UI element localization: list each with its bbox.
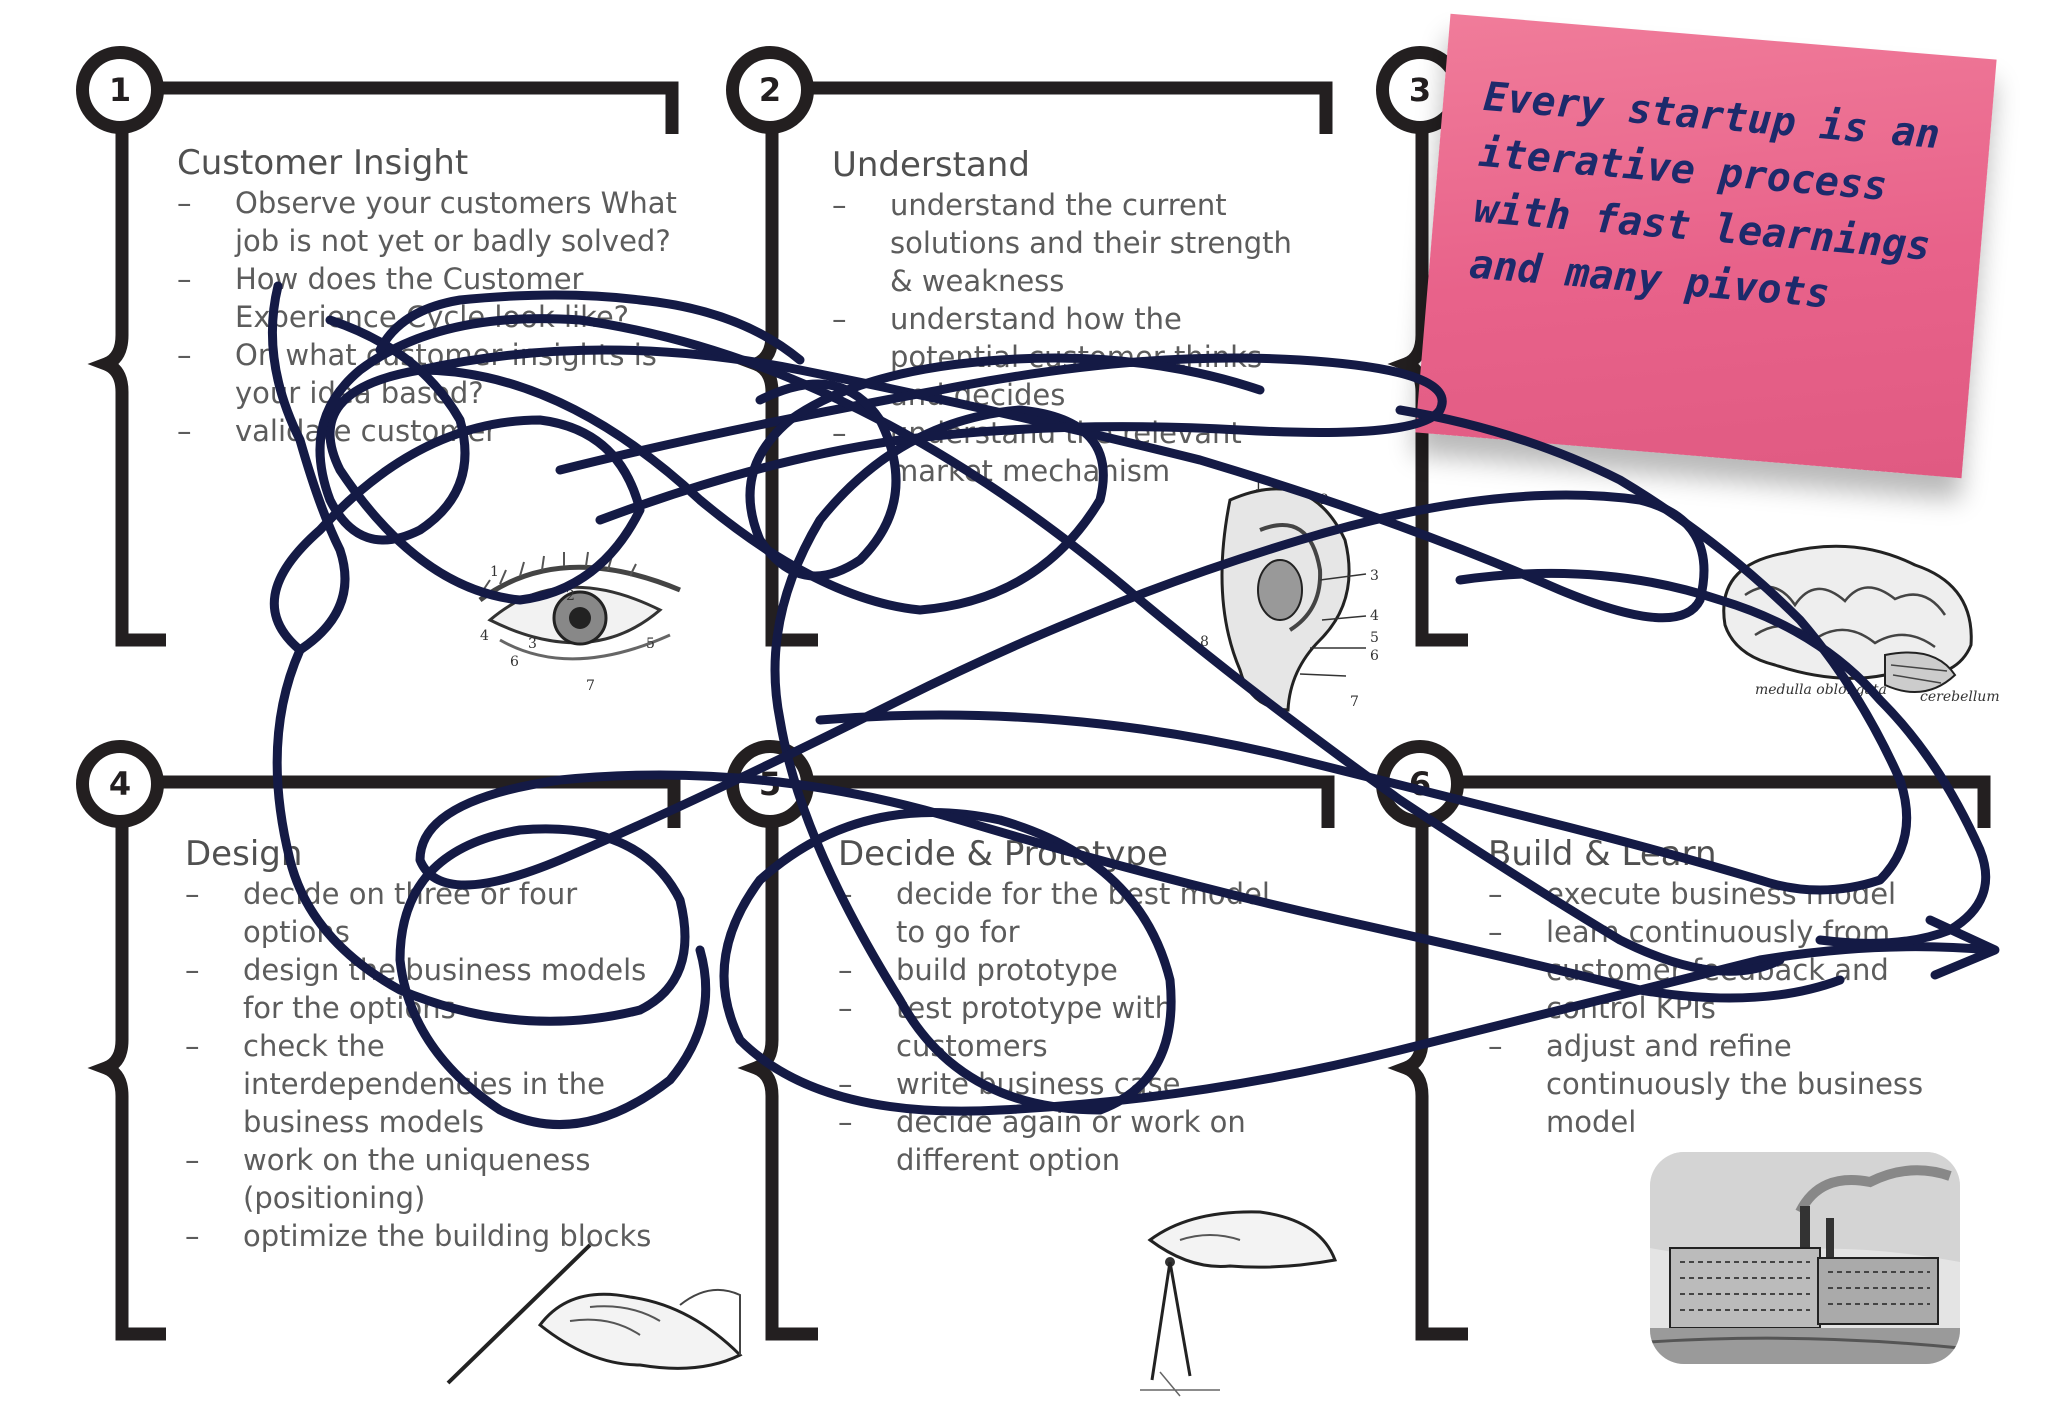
list-item: write business case <box>838 1065 1308 1103</box>
eye-illustration: 1 2 3 4 5 6 7 <box>478 551 681 694</box>
ear-label: 3 <box>1370 568 1379 584</box>
ear-illustration: 1 2 3 4 5 6 7 8 <box>1200 478 1379 712</box>
step-bullets: understand the current solutions and the… <box>832 186 1312 490</box>
step-bullets: decide on three or four options design t… <box>185 875 655 1255</box>
eye-label: 2 <box>566 588 575 604</box>
eye-label: 1 <box>490 564 499 580</box>
list-item: understand how the potential customer th… <box>832 300 1312 414</box>
step-bullets: Observe your customers What job is not y… <box>177 184 677 450</box>
ear-label: 1 <box>1254 478 1263 494</box>
list-item: adjust and refine continuously the busin… <box>1488 1027 1958 1141</box>
step-title: Understand <box>832 145 1030 185</box>
list-item: learn continuously from customer feedbac… <box>1488 913 1958 1027</box>
step-title: Customer Insight <box>177 143 469 183</box>
step-bullets: execute business model learn continuousl… <box>1488 875 1958 1141</box>
eye-label: 5 <box>646 636 655 652</box>
ear-label: 8 <box>1200 634 1209 650</box>
step-title: Build & Learn <box>1488 834 1717 874</box>
ear-label: 4 <box>1370 608 1379 624</box>
sticky-note-text: Every startup is an iterative process wi… <box>1467 73 1942 318</box>
list-item: design the business models for the optio… <box>185 951 655 1027</box>
step-title: Design <box>185 834 303 874</box>
sticky-note: Every startup is an iterative process wi… <box>1415 13 1997 479</box>
list-item: optimize the building blocks <box>185 1217 655 1255</box>
list-item: check the interdependencies in the busin… <box>185 1027 655 1141</box>
list-item: build prototype <box>838 951 1308 989</box>
list-item: On what customer insights is your idea b… <box>177 336 677 412</box>
list-item: decide for the best model to go for <box>838 875 1308 951</box>
compass-hand-illustration <box>1140 1210 1338 1397</box>
list-item: decide on three or four options <box>185 875 655 951</box>
eye-label: 4 <box>480 628 489 644</box>
eye-label: 6 <box>510 654 519 670</box>
list-item: How does the Customer Experience Cycle l… <box>177 260 677 336</box>
step-number-badge: 2 <box>726 46 814 134</box>
ear-label: 2 <box>1320 492 1329 508</box>
step-number-badge: 5 <box>726 740 814 828</box>
step-bullets: decide for the best model to go for buil… <box>838 875 1308 1179</box>
ear-label: 5 <box>1370 630 1379 646</box>
list-item: validate customer <box>177 412 677 450</box>
eye-label: 7 <box>586 678 595 694</box>
brain-label: cerebellum <box>1920 689 2000 705</box>
step-number-badge: 1 <box>76 46 164 134</box>
ear-label: 6 <box>1370 648 1379 664</box>
eye-label: 3 <box>528 636 537 652</box>
brain-illustration: medulla oblongata cerebellum <box>1722 544 2000 705</box>
list-item: understand the current solutions and the… <box>832 186 1312 300</box>
brain-label: medulla oblongata <box>1755 682 1887 698</box>
list-item: Observe your customers What job is not y… <box>177 184 677 260</box>
writing-hand-illustration <box>446 1243 743 1385</box>
list-item: decide again or work on different option <box>838 1103 1308 1179</box>
list-item: execute business model <box>1488 875 1958 913</box>
list-item: test prototype with customers <box>838 989 1308 1065</box>
step-number-badge: 4 <box>76 740 164 828</box>
ear-label: 7 <box>1350 694 1359 710</box>
list-item: work on the uniqueness (positioning) <box>185 1141 655 1217</box>
factory-illustration <box>1650 1152 1960 1364</box>
step-number-badge: 6 <box>1376 740 1464 828</box>
step-title: Decide & Prototype <box>838 834 1168 874</box>
